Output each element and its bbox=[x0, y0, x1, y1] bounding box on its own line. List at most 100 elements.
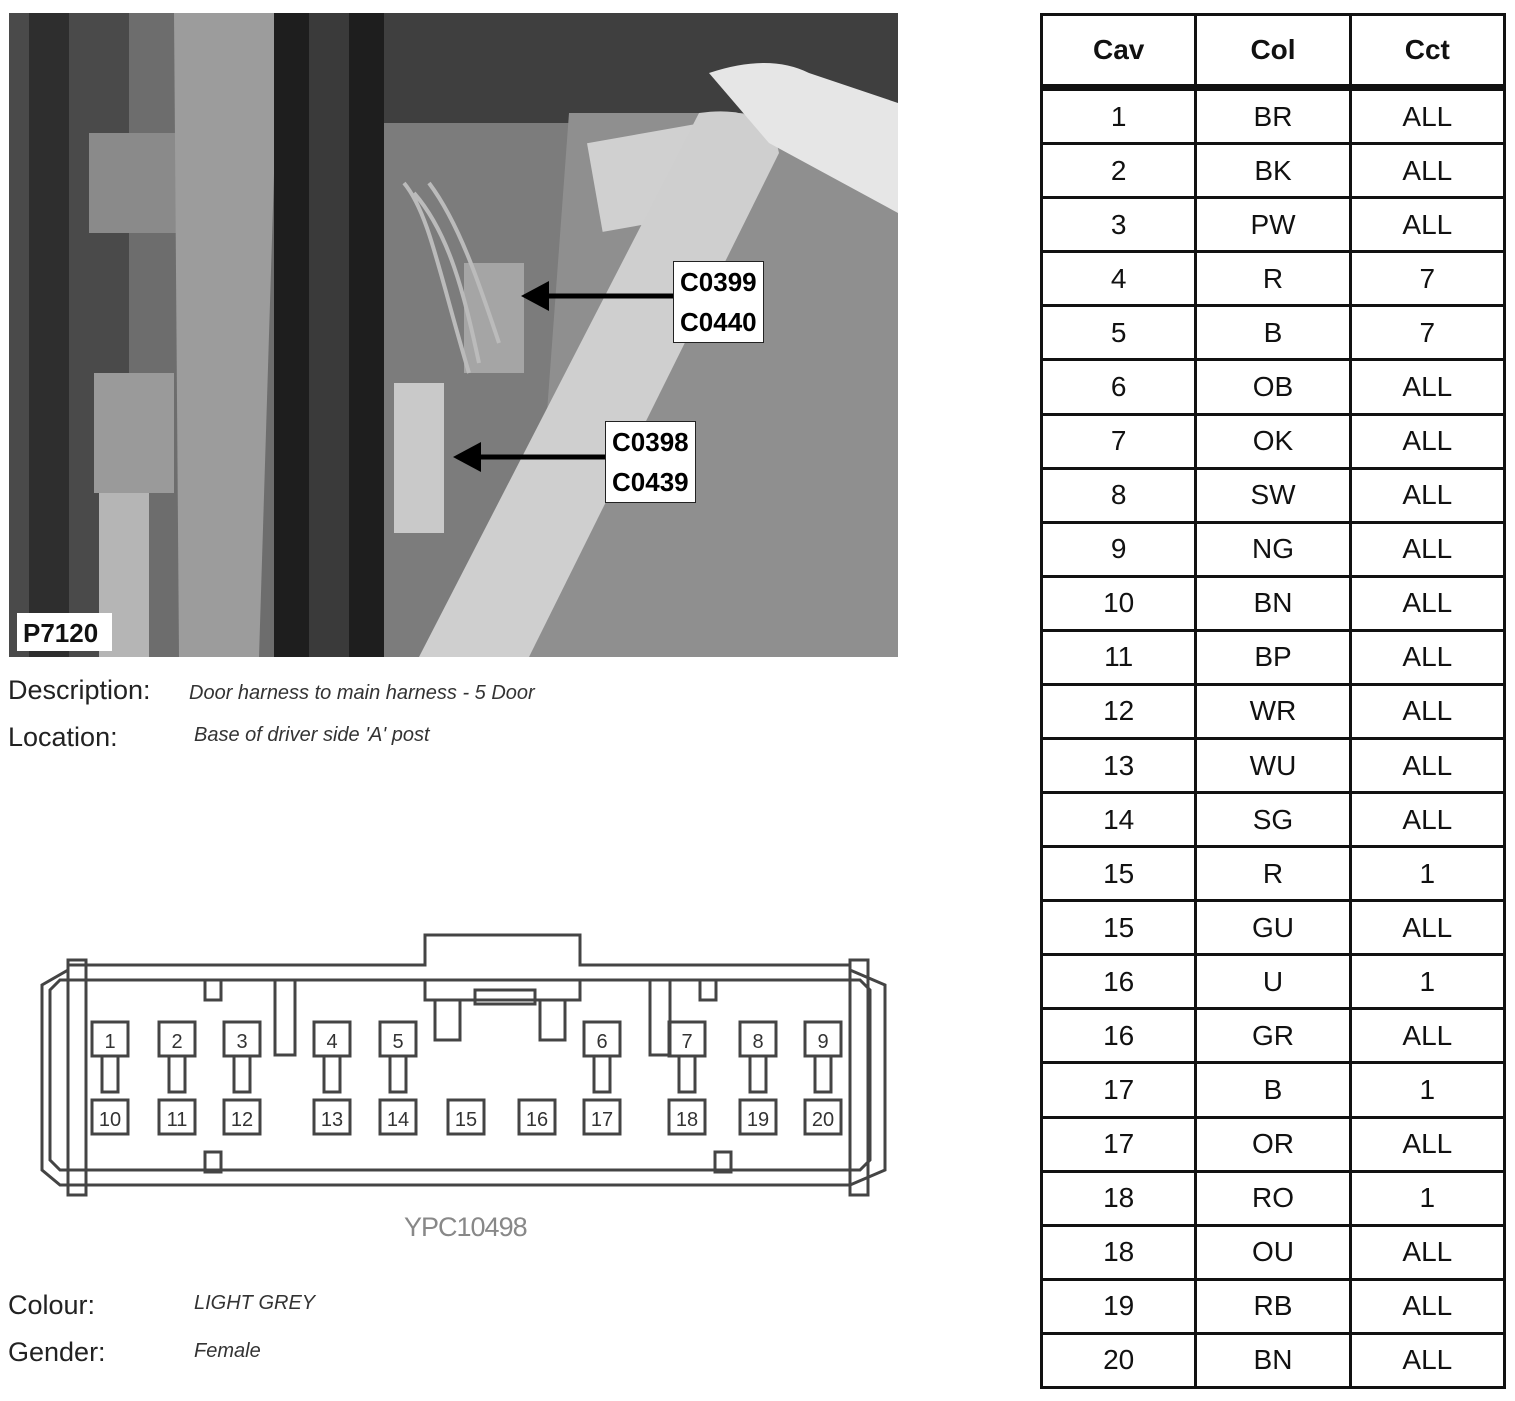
cell-col: R bbox=[1194, 250, 1352, 308]
callout-c0398-c0439: C0398 C0439 bbox=[605, 421, 696, 503]
cell-cav: 15 bbox=[1039, 899, 1198, 957]
cell-cct: ALL bbox=[1348, 736, 1507, 795]
cell-col: BK bbox=[1194, 142, 1352, 200]
colour-label: Colour: bbox=[8, 1290, 96, 1320]
cell-cct: ALL bbox=[1348, 1331, 1507, 1390]
cavity-number: 11 bbox=[167, 1109, 188, 1131]
cell-cct: ALL bbox=[1348, 1277, 1507, 1335]
cell-col: BR bbox=[1194, 85, 1352, 146]
cell-cav: 5 bbox=[1039, 304, 1198, 362]
photo-illustration bbox=[9, 13, 898, 657]
cell-col: OR bbox=[1194, 1115, 1352, 1173]
cell-col: RB bbox=[1194, 1277, 1352, 1335]
cell-cct: ALL bbox=[1348, 142, 1507, 200]
cell-cav: 16 bbox=[1039, 953, 1198, 1011]
cell-cct: 1 bbox=[1348, 1061, 1507, 1119]
cavity-number: 13 bbox=[321, 1109, 343, 1131]
connector-cavity: 5 bbox=[378, 1020, 418, 1058]
cell-cav: 7 bbox=[1039, 412, 1198, 470]
connector-cavity: 7 bbox=[667, 1020, 707, 1058]
cavity-number: 15 bbox=[455, 1109, 477, 1131]
connector-cavity: 14 bbox=[378, 1098, 418, 1136]
connector-cavity: 2 bbox=[157, 1020, 197, 1058]
cell-cav: 17 bbox=[1039, 1061, 1198, 1119]
cell-col: NG bbox=[1194, 520, 1352, 578]
connector-code: YPC10498 bbox=[404, 1212, 528, 1242]
cell-cav: 19 bbox=[1039, 1277, 1198, 1335]
location-value: Base of driver side 'A' post bbox=[194, 724, 430, 746]
cell-cct: ALL bbox=[1348, 358, 1507, 416]
cell-cct: ALL bbox=[1348, 1223, 1507, 1281]
cavity-number: 12 bbox=[231, 1109, 253, 1131]
cavity-number: 8 bbox=[752, 1031, 763, 1053]
connector-cavity: 3 bbox=[222, 1020, 262, 1058]
cell-cav: 17 bbox=[1039, 1115, 1198, 1173]
cavity-number: 5 bbox=[392, 1031, 403, 1053]
cell-cav: 6 bbox=[1039, 358, 1198, 416]
cavity-number: 18 bbox=[676, 1109, 698, 1131]
cell-cct: ALL bbox=[1348, 85, 1507, 146]
cavity-number: 16 bbox=[526, 1109, 548, 1131]
cell-col: BP bbox=[1194, 628, 1352, 686]
description-value: Door harness to main harness - 5 Door bbox=[189, 682, 535, 704]
cell-col: GR bbox=[1194, 1007, 1352, 1065]
cell-col: GU bbox=[1194, 899, 1352, 957]
cell-cct: 1 bbox=[1348, 953, 1507, 1011]
cell-cct: 7 bbox=[1348, 250, 1507, 308]
header-col: Col bbox=[1194, 13, 1352, 89]
cell-cav: 18 bbox=[1039, 1169, 1198, 1227]
cell-cct: ALL bbox=[1348, 520, 1507, 578]
cell-col: WR bbox=[1194, 682, 1352, 740]
cell-cav: 12 bbox=[1039, 682, 1198, 740]
callout-line: C0440 bbox=[680, 307, 757, 337]
callout-c0399-c0440: C0399 C0440 bbox=[673, 261, 764, 343]
cavity-number: 3 bbox=[236, 1031, 247, 1053]
cell-cct: ALL bbox=[1348, 791, 1507, 849]
cell-cav: 9 bbox=[1039, 520, 1198, 578]
location-label: Location: bbox=[8, 722, 118, 752]
gender-label: Gender: bbox=[8, 1337, 106, 1367]
cell-col: B bbox=[1194, 1061, 1352, 1119]
cell-cav: 8 bbox=[1039, 466, 1198, 524]
cell-col: OU bbox=[1194, 1223, 1352, 1281]
header-cct: Cct bbox=[1348, 13, 1507, 89]
connector-cavity: 15 bbox=[446, 1098, 486, 1136]
cell-cct: ALL bbox=[1348, 682, 1507, 740]
connector-cavity: 20 bbox=[803, 1098, 843, 1136]
callout-line: C0398 bbox=[612, 427, 689, 457]
cell-cav: 2 bbox=[1039, 142, 1198, 200]
connector-cavity: 17 bbox=[582, 1098, 622, 1136]
photo-id: P7120 bbox=[17, 613, 113, 651]
connector-cavity: 4 bbox=[312, 1020, 352, 1058]
connector-cavity: 12 bbox=[222, 1098, 262, 1136]
cell-cct: 1 bbox=[1348, 1169, 1507, 1227]
cell-cct: 1 bbox=[1348, 845, 1507, 903]
connector-cavity: 19 bbox=[738, 1098, 778, 1136]
cell-cct: ALL bbox=[1348, 1007, 1507, 1065]
cell-cav: 13 bbox=[1039, 736, 1198, 795]
cell-cct: ALL bbox=[1348, 466, 1507, 524]
cell-col: SG bbox=[1194, 791, 1352, 849]
connector-cavity: 8 bbox=[738, 1020, 778, 1058]
cell-cav: 10 bbox=[1039, 574, 1198, 632]
